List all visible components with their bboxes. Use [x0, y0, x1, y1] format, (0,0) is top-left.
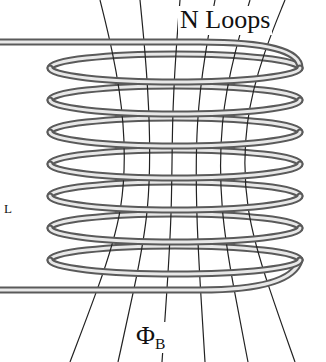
coil-front [0, 42, 300, 290]
coil-lead-bottom [0, 260, 300, 290]
coil-loop-back [50, 182, 300, 196]
coil-loop-back [50, 182, 300, 196]
coil-loop-front [50, 132, 300, 146]
coil-loop-front [50, 68, 300, 82]
coil-loop-back [50, 118, 300, 132]
coil-loop-front [50, 196, 300, 210]
coil-lead-bottom [0, 260, 300, 290]
coil-loop-front [50, 196, 300, 210]
coil-back [50, 54, 300, 260]
coil-loop-back [50, 150, 300, 164]
coil-loop-back [50, 246, 300, 260]
coil-loop-back [50, 150, 300, 164]
flux-subscript: B [155, 335, 165, 352]
coil-loop-front [50, 164, 300, 178]
flux-label: ΦB [134, 322, 167, 353]
coil-loop-front [50, 260, 300, 274]
coil-loop-back [50, 246, 300, 260]
coil-loop-back [50, 214, 300, 228]
field-line [70, 0, 124, 362]
coil-loop-front [50, 228, 300, 242]
coil-lead-top [0, 42, 300, 68]
coil-loop-front [50, 164, 300, 178]
loop-count-label: N Loops [178, 6, 272, 35]
coil-loop-back [50, 214, 300, 228]
coil-loop-front [50, 68, 300, 82]
coil-loop-back [50, 86, 300, 100]
coil-loop-back [50, 86, 300, 100]
length-label: L [2, 202, 14, 216]
flux-symbol: Φ [136, 321, 155, 350]
coil-loop-front [50, 260, 300, 274]
coil-loop-front [50, 100, 300, 114]
coil-loop-back [50, 118, 300, 132]
coil-loop-front [50, 132, 300, 146]
coil-lead-top [0, 42, 300, 68]
coil-loop-front [50, 100, 300, 114]
coil-loop-front [50, 228, 300, 242]
